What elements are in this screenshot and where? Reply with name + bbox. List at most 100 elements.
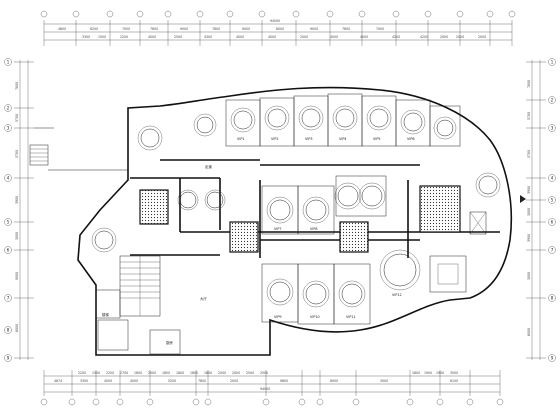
bottom-grid-bubbles [40, 398, 504, 406]
top-dim-1: 4800 [58, 27, 66, 31]
right-dim-7: 3000 [527, 272, 531, 280]
top-dim-inner-11: 4000 [360, 35, 368, 39]
stair-label: 楼梯 [102, 312, 109, 317]
bottom-dim-8: 9800 [280, 379, 288, 383]
top-dim-2: 6200 [90, 27, 98, 31]
bottom-dim-inner-1: 2200 [78, 371, 86, 375]
bottom-vip-rooms [261, 249, 467, 325]
bottom-dim-inner-12: 2000 [232, 371, 240, 375]
left-dimension-chain: 7800 5700 5700 3900 3000 9000 6000 1 2 3… [4, 58, 34, 362]
right-grid-2: 2 [551, 98, 554, 103]
vip-label-8: VIP8 [310, 227, 318, 231]
left-grid-6: 6 [7, 248, 10, 253]
top-dim-inner-5: 2500 [174, 35, 182, 39]
north-arrow-icon [520, 195, 526, 203]
left-grid-9: 9 [7, 356, 10, 361]
top-dim-inner-15: 2000 [456, 35, 464, 39]
bottom-dim-inner-2: 1500 [92, 371, 100, 375]
left-grid-1: 1 [7, 60, 10, 65]
top-dimension-chain: 4800 6200 7000 7800 9000 7800 9000 8000 … [40, 10, 516, 46]
top-dim-8: 8000 [276, 27, 284, 31]
center-vip-rooms [261, 175, 387, 235]
room-labels: 走道 大厅 厨房 楼梯 VIP1 VIP2 VIP3 VIP4 VIP5 VIP… [102, 137, 415, 345]
vip-label-5: VIP5 [373, 137, 381, 141]
vip-label-3: VIP3 [305, 137, 313, 141]
top-dim-11: 7000 [376, 27, 384, 31]
right-dim-5: 3000 [527, 208, 531, 216]
vip-label-6: VIP6 [407, 137, 415, 141]
right-grid-bubbles [548, 58, 556, 362]
right-grid-4: 4 [551, 176, 554, 181]
bottom-dim-inner-9: 1800 [190, 371, 198, 375]
right-grid-9: 9 [551, 356, 554, 361]
core-center-right [339, 221, 369, 253]
vip-label-9: VIP9 [274, 315, 282, 319]
right-dimension-chain: 7800 5700 5700 3900 3000 3900 3000 6000 … [520, 58, 556, 362]
bottom-dim-inner-17: 1900 [436, 371, 444, 375]
top-grid-bubbles [40, 10, 516, 18]
top-dim-inner-7: 4000 [236, 35, 244, 39]
left-grid-5: 5 [7, 220, 10, 225]
bottom-dim-11: 6100 [450, 379, 458, 383]
bottom-dim-inner-13: 2500 [246, 371, 254, 375]
top-dim-4: 7800 [150, 27, 158, 31]
left-grid-bubbles [4, 58, 12, 362]
bottom-dim-inner-15: 1800 [412, 371, 420, 375]
right-grid-1: 1 [551, 60, 554, 65]
bottom-dim-2: 3300 [80, 379, 88, 383]
top-dim-inner-14: 2000 [440, 35, 448, 39]
top-dim-inner-10: 4000 [330, 35, 338, 39]
bottom-dim-4: 4000 [130, 379, 138, 383]
right-grid-7: 7 [551, 248, 554, 253]
top-dim-inner-6: 4300 [204, 35, 212, 39]
right-dim-8: 6000 [527, 328, 531, 336]
left-dim-5: 3000 [15, 232, 19, 240]
vip-label-2: VIP2 [271, 137, 279, 141]
core-left [139, 189, 169, 225]
left-grid-3: 3 [7, 126, 10, 131]
right-dim-1: 7800 [527, 80, 531, 88]
vip-label-12: VIP12 [392, 293, 402, 297]
left-grid-2: 2 [7, 106, 10, 111]
top-vip-rooms [91, 93, 501, 253]
bottom-dim-inner-4: 2700 [120, 371, 128, 375]
bottom-dim-6: 7800 [198, 379, 206, 383]
left-dim-1: 7800 [15, 82, 19, 90]
bottom-dim-9: 6000 [330, 379, 338, 383]
left-service-block [95, 255, 181, 355]
top-dim-inner-4: 4000 [148, 35, 156, 39]
elevator-right [469, 211, 487, 235]
left-dim-2: 5700 [15, 114, 19, 122]
left-dim-4: 3900 [15, 196, 19, 204]
bottom-dim-inner-10: 1800 [204, 371, 212, 375]
top-dim-inner-1: 3300 [82, 35, 90, 39]
top-dim-inner-2: 1500 [98, 35, 106, 39]
bottom-dim-10: 3000 [380, 379, 388, 383]
vip-label-7: VIP7 [274, 227, 282, 231]
top-dim-inner-8: 4000 [268, 35, 276, 39]
top-dim-6: 7800 [212, 27, 220, 31]
bottom-dim-inner-16: 1900 [424, 371, 432, 375]
right-dim-3: 5700 [527, 150, 531, 158]
bottom-dim-inner-14: 2500 [260, 371, 268, 375]
left-grid-7: 7 [7, 296, 10, 301]
right-grid-3: 3 [551, 126, 554, 131]
top-dim-inner-3: 2200 [120, 35, 128, 39]
hall-label: 大厅 [200, 296, 207, 301]
bottom-dim-inner-5: 1800 [134, 371, 142, 375]
vip-label-4: VIP4 [339, 137, 347, 141]
bottom-dim-inner-11: 2000 [218, 371, 226, 375]
top-dim-inner-9: 2000 [300, 35, 308, 39]
bottom-dim-inner-3: 2200 [106, 371, 114, 375]
top-dim-inner-13: 4200 [420, 35, 428, 39]
top-dim-inner-16: 2000 [478, 35, 486, 39]
vip-label-11: VIP11 [346, 315, 356, 319]
corridor-label: 走道 [205, 164, 212, 169]
right-grid-5: 5 [551, 198, 554, 203]
bottom-dim-inner-7: 1800 [162, 371, 170, 375]
right-dim-6: 3900 [527, 234, 531, 242]
top-dim-5: 9000 [180, 27, 188, 31]
top-dim-3: 7000 [122, 27, 130, 31]
bottom-dimension-chain: 4874 3300 4000 4000 5200 7800 2000 9800 … [40, 370, 504, 406]
